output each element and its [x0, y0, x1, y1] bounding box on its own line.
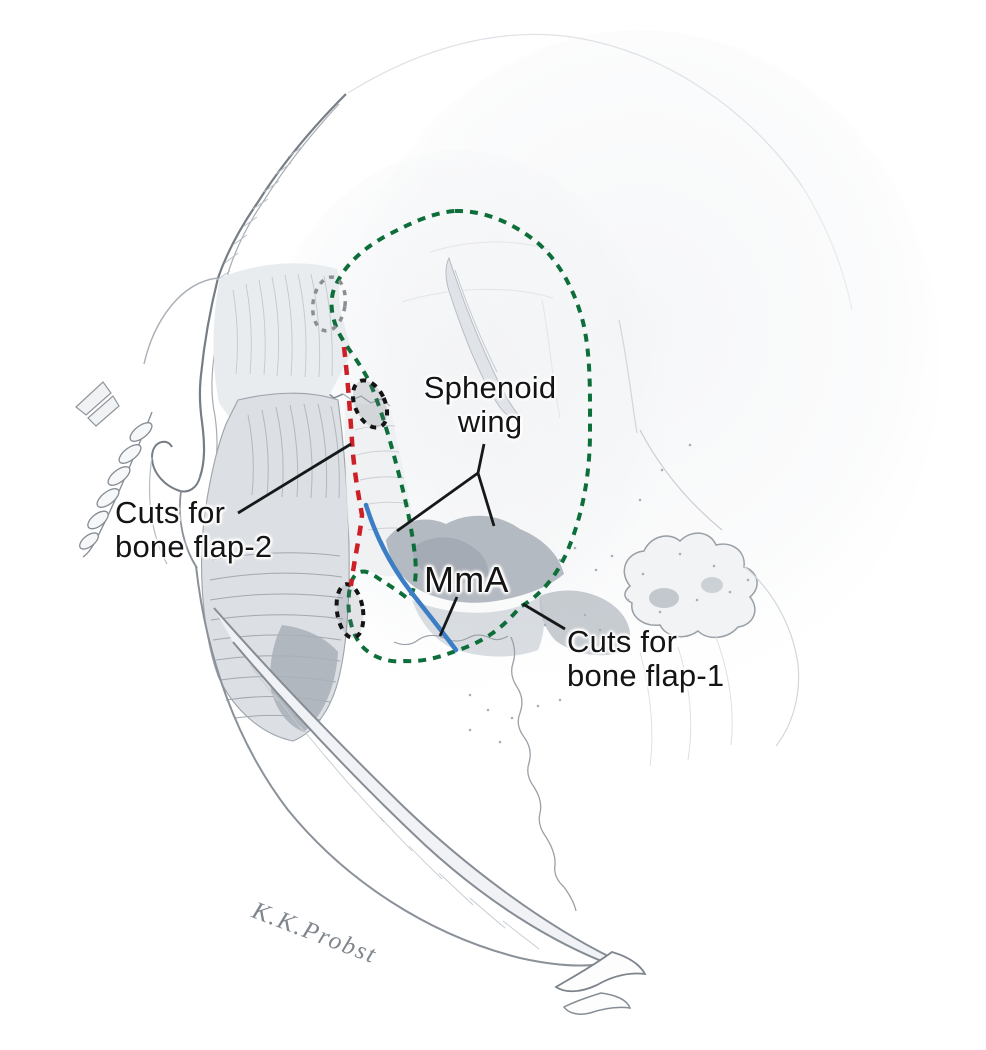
bone-flap-1-cut-outline — [329, 208, 593, 664]
label-sphenoid-wing-line1: Sphenoid — [423, 370, 557, 405]
leader-line-sphenoid-wing — [396, 443, 496, 533]
arch-tip-beak — [554, 951, 647, 993]
burr-hole-marker-lower — [334, 582, 366, 640]
label-cuts-bone-flap-1-line2: bone flap-1 — [567, 658, 725, 693]
right-faint-arc-2 — [618, 319, 638, 434]
cranial-vault-faint-arc — [347, 33, 803, 187]
zygoma-body-line-2 — [148, 456, 168, 565]
label-cuts-bone-flap-1: Cuts for bone flap-1 — [567, 625, 724, 693]
label-sphenoid-wing-line2: wing — [457, 404, 523, 439]
stipple-dots — [468, 443, 750, 744]
zygomatic-arch-upper-edge — [213, 607, 613, 959]
label-mma: MmA — [424, 562, 509, 598]
zygoma-body-line — [178, 490, 198, 569]
nasal-spine — [75, 381, 112, 416]
nasal-spine-2 — [87, 395, 120, 427]
label-cuts-bone-flap-2-line2: bone flap-2 — [115, 529, 273, 564]
mandibular-notch-shadow — [539, 590, 631, 656]
mandible-posterior-border — [195, 565, 613, 967]
arch-tip-curl — [562, 992, 632, 1015]
mma-artery-line — [363, 502, 459, 653]
right-faint-arc-1 — [639, 429, 723, 531]
leader-line-mma — [438, 596, 459, 637]
teeth-row — [79, 422, 153, 550]
temple-shading — [213, 263, 352, 433]
label-cuts-bone-flap-2: Cuts for bone flap-2 — [115, 496, 272, 564]
sphenoid-wing-dark-core — [412, 537, 489, 584]
infratemporal-shading — [412, 596, 544, 657]
mastoid-faint-edge — [743, 565, 800, 747]
ear-dark-spot-2 — [701, 577, 723, 593]
label-cuts-bone-flap-2-line1: Cuts for — [115, 495, 226, 530]
squamosal-suture — [510, 636, 577, 912]
ear-dark-spot-1 — [649, 588, 679, 608]
arch-hatching — [249, 664, 540, 950]
profile-hatching — [216, 145, 304, 281]
bone-flap-2-cut-line — [341, 346, 365, 587]
maxilla-edge — [82, 411, 153, 558]
label-cuts-bone-flap-1-line1: Cuts for — [567, 624, 678, 659]
suture-marker-dotted-ellipse — [310, 275, 348, 333]
temple-hatching — [232, 273, 333, 378]
parietal-streaks — [401, 241, 561, 419]
sphenoid-ridge-leaf — [445, 256, 521, 419]
cranium-outline — [198, 93, 347, 478]
leader-line-bone-flap-1 — [522, 602, 566, 631]
leader-line-bone-flap-2 — [237, 442, 352, 515]
ear-streaks — [639, 636, 733, 767]
leader-lines — [237, 442, 566, 637]
label-sphenoid-wing: Sphenoid wing — [400, 371, 580, 439]
orbital-rim-hook — [150, 440, 201, 493]
nasal-edge — [143, 277, 219, 365]
burr-hole-marker-upper — [350, 378, 390, 430]
vault-right-faint-arc — [801, 185, 853, 311]
zygomatic-arch-lower-edge — [232, 641, 615, 967]
ear-region-outline — [623, 532, 758, 639]
temporalis-hatching-upper — [247, 403, 340, 499]
surgical-annotations — [310, 208, 593, 664]
label-mma-text: MmA — [424, 559, 509, 600]
skull-sketch — [75, 30, 940, 1015]
sphenosquamosal-suture — [393, 634, 509, 646]
sphenoid-ridge-inner — [454, 269, 498, 373]
